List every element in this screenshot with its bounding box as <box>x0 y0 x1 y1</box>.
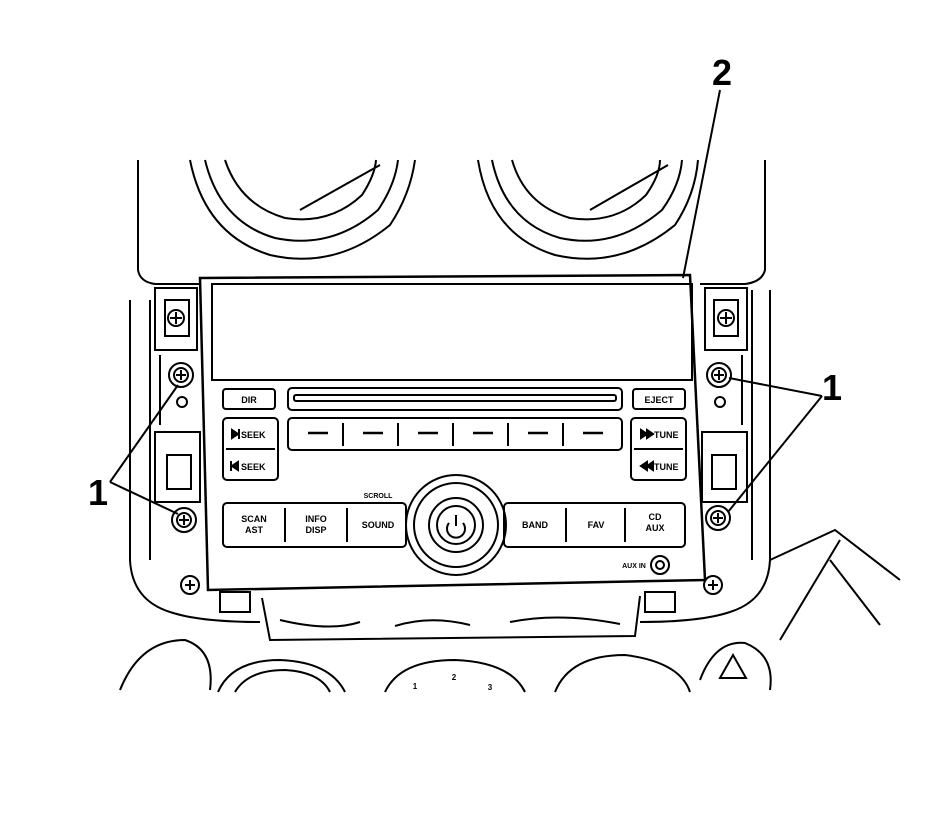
svg-text:AUX: AUX <box>645 523 664 533</box>
svg-text:SEEK: SEEK <box>241 462 266 472</box>
air-vent-right <box>477 159 699 260</box>
eject-button: EJECT <box>632 388 686 410</box>
band-button: BAND <box>522 520 548 530</box>
cd-aux-button: CD AUX <box>645 512 664 533</box>
power-volume-knob <box>405 474 507 576</box>
tune-rocker: TUNE TUNE <box>630 417 687 481</box>
seek-rocker: SEEK SEEK <box>222 417 279 481</box>
right-function-buttons <box>503 502 686 548</box>
hvac-panel <box>119 528 901 693</box>
svg-text:TUNE: TUNE <box>654 462 679 472</box>
screw-upper-left <box>168 362 194 388</box>
callout-1-right-label: 1 <box>822 367 842 408</box>
power-icon <box>446 515 466 539</box>
bracket-screw-top-right <box>717 309 735 327</box>
scroll-label: SCROLL <box>364 493 394 500</box>
svg-text:INFO: INFO <box>305 514 327 524</box>
svg-text:1: 1 <box>413 682 418 691</box>
svg-text:DIR: DIR <box>241 395 257 405</box>
svg-text:3: 3 <box>488 683 493 692</box>
preset-buttons <box>287 417 623 451</box>
cd-slot <box>287 387 623 411</box>
svg-text:DISP: DISP <box>305 525 326 535</box>
aux-in-label: AUX IN <box>622 563 646 570</box>
svg-text:SEEK: SEEK <box>241 430 266 440</box>
callout-1-left-leaders <box>109 384 179 515</box>
scan-ast-button: SCAN AST <box>241 514 267 535</box>
screw-upper-right <box>706 362 732 388</box>
svg-text:AST: AST <box>245 525 264 535</box>
air-vent-left <box>189 159 416 260</box>
svg-text:TUNE: TUNE <box>654 430 679 440</box>
svg-text:2: 2 <box>452 673 457 682</box>
aux-in-jack <box>650 555 670 575</box>
info-disp-button: INFO DISP <box>305 514 327 535</box>
callout-1-right-leaders <box>727 377 823 513</box>
screw-lower-right <box>705 505 731 531</box>
left-bracket <box>154 287 201 503</box>
svg-text:EJECT: EJECT <box>644 395 674 405</box>
fan-speed-labels: 1 2 3 <box>413 673 493 692</box>
dir-button: DIR <box>222 388 276 410</box>
svg-text:SCAN: SCAN <box>241 514 267 524</box>
sound-button: SOUND <box>362 520 395 530</box>
dash-outline <box>129 160 771 623</box>
screw-lower-left <box>171 507 197 533</box>
lower-bracket <box>180 575 723 642</box>
svg-text:CD: CD <box>649 512 662 522</box>
callout-1-left-label: 1 <box>88 472 108 513</box>
fav-button: FAV <box>588 520 605 530</box>
right-bracket <box>701 287 748 503</box>
callout-2-leader <box>682 89 721 279</box>
callout-2-label: 2 <box>712 52 732 93</box>
bracket-screw-top-left <box>167 309 185 327</box>
